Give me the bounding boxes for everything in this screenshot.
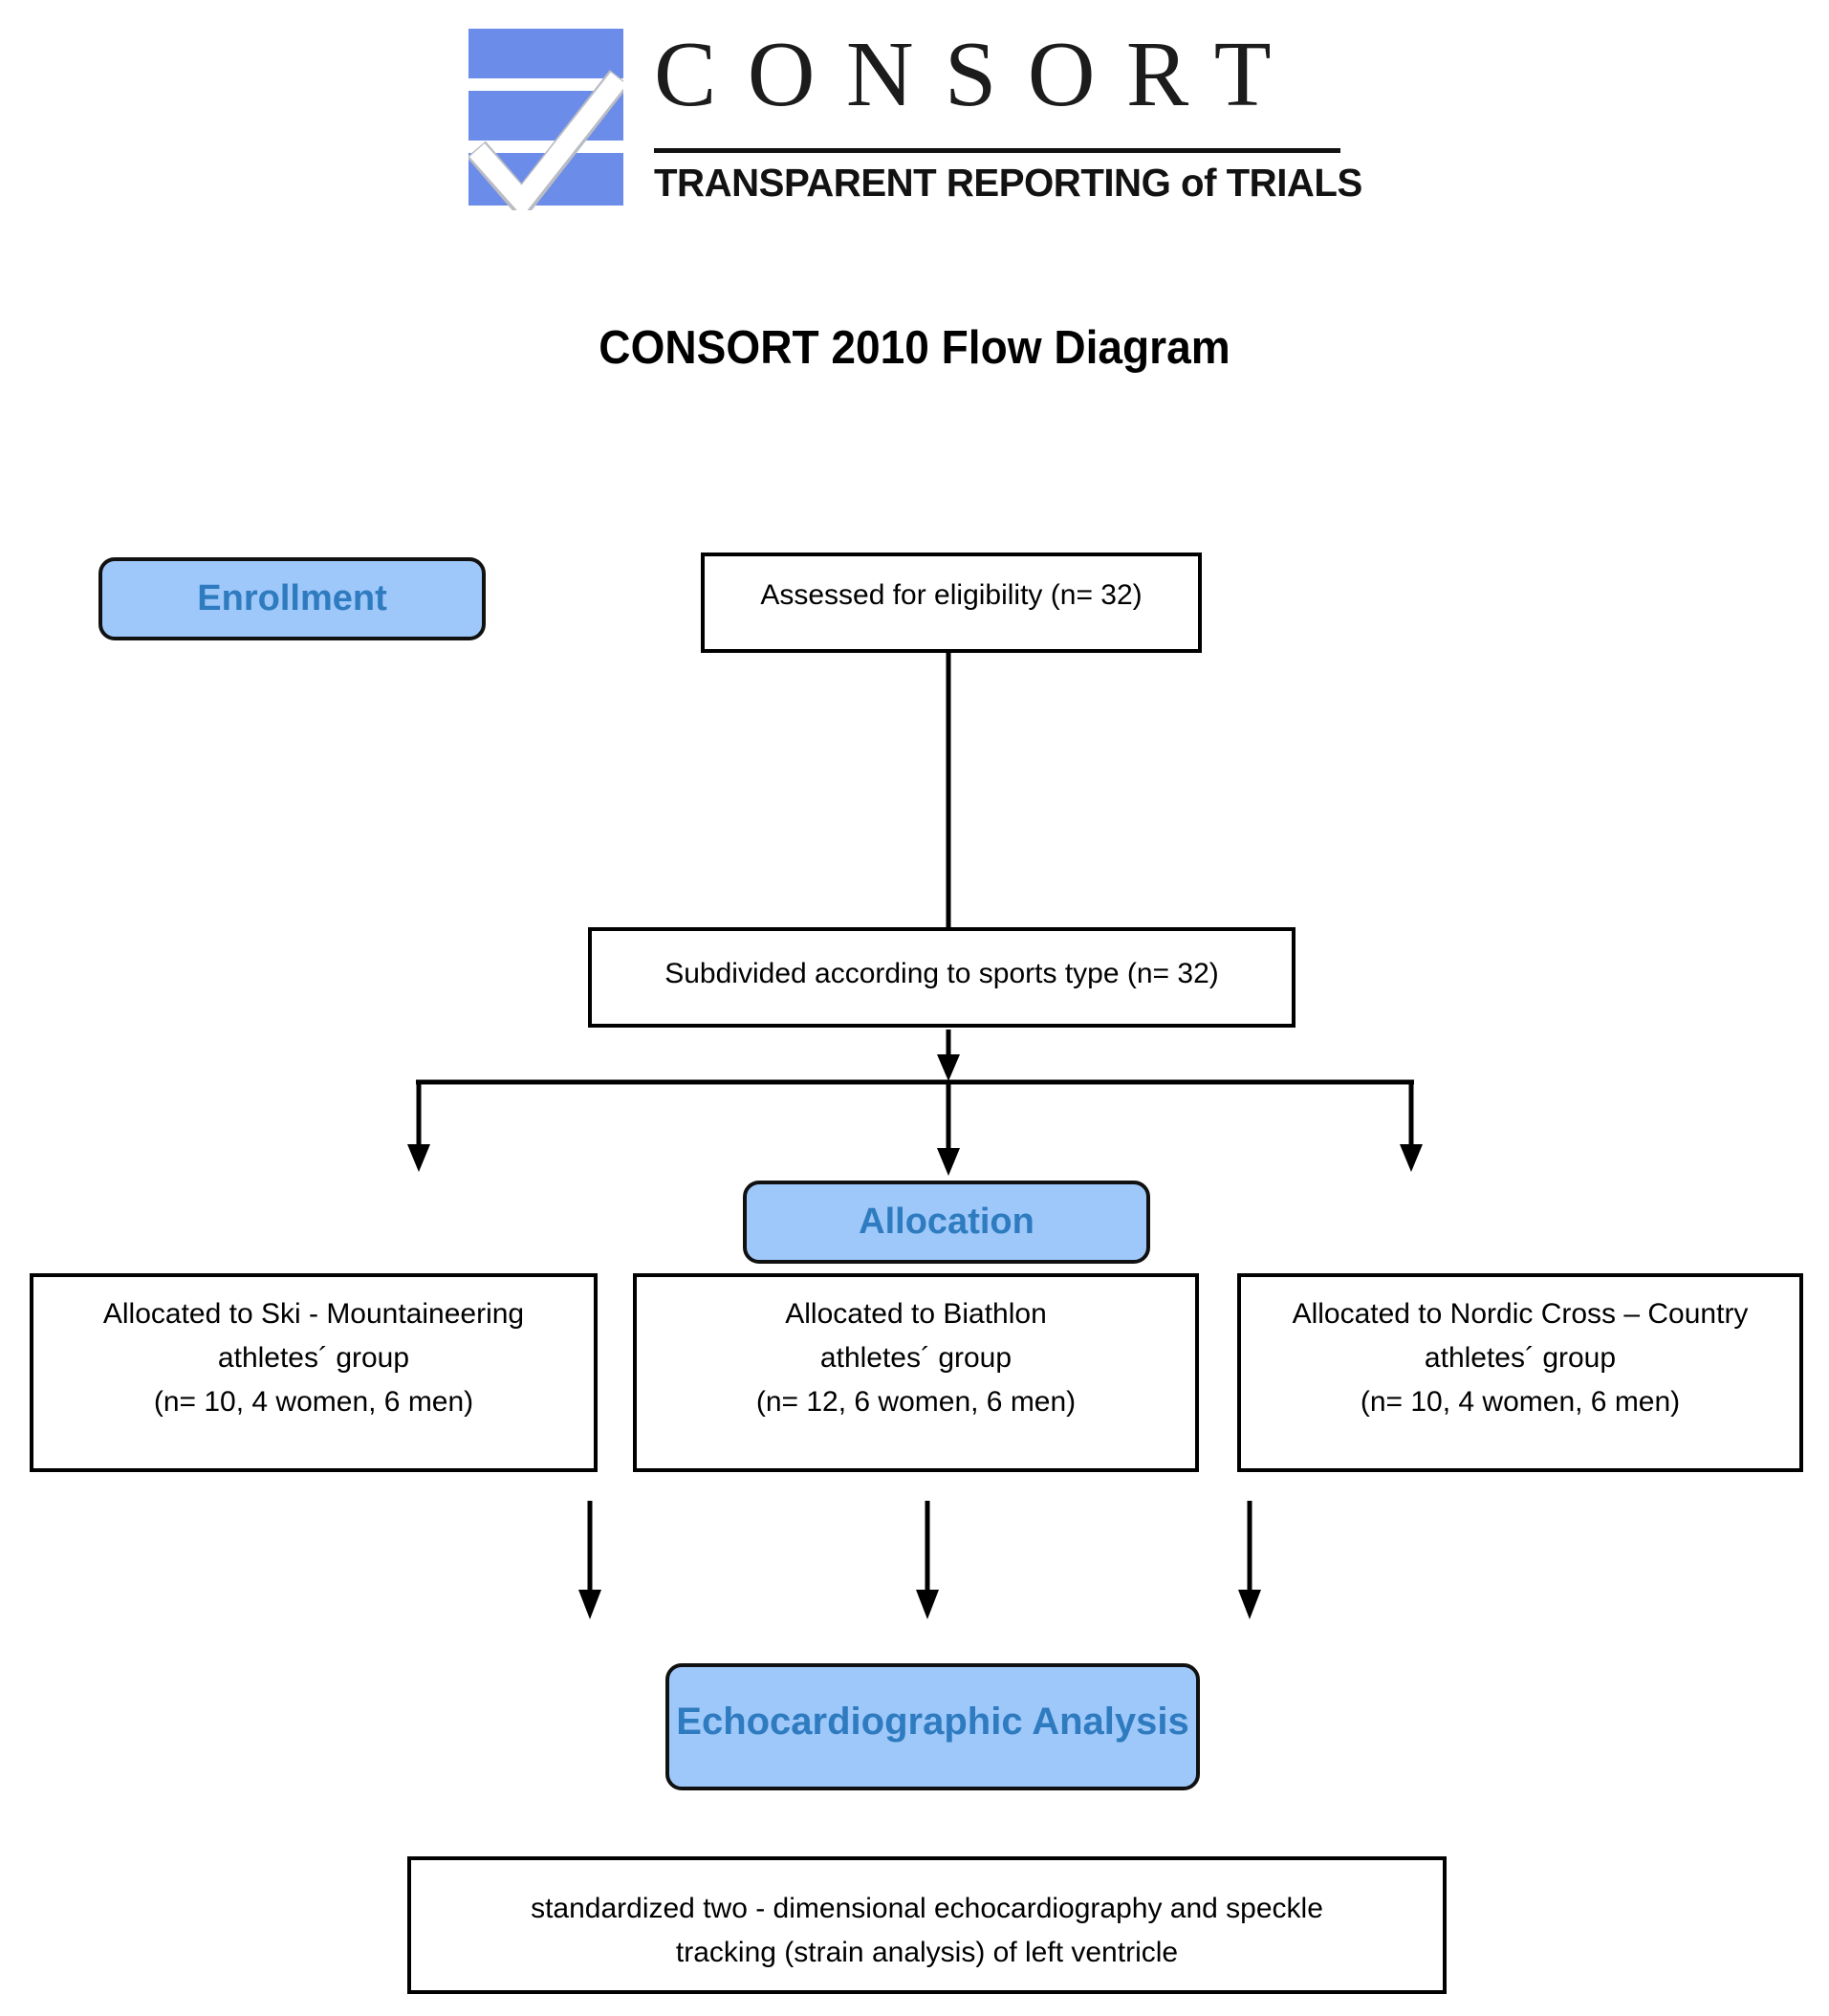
logo-wordmark: CONSORT xyxy=(654,23,1302,126)
stage-label-allocation: Allocation xyxy=(743,1181,1150,1264)
page-title: CONSORT 2010 Flow Diagram xyxy=(599,322,1230,374)
allocated-line: athletes´ group xyxy=(217,1342,410,1374)
arrow-biathlon-group-to-analysis xyxy=(916,1501,939,1619)
arrow-branch-left xyxy=(407,1082,430,1172)
allocated-line: (n= 12, 6 women, 6 men) xyxy=(755,1386,1077,1418)
box-subdivided-by-sports-type: Subdivided according to sports type (n= … xyxy=(588,927,1296,1028)
analysis-method-line: standardized two - dimensional echocardi… xyxy=(531,1893,1323,1924)
box-analysis-method: standardized two - dimensional echocardi… xyxy=(407,1856,1447,1994)
arrow-subdivided-to-branch xyxy=(937,1030,960,1081)
allocated-line: Allocated to Ski - Mountaineering xyxy=(102,1298,525,1330)
analysis-method-line: tracking (strain analysis) of left ventr… xyxy=(675,1937,1179,1968)
assessed-text: Assessed for eligibility (n= 32) xyxy=(760,579,1143,611)
box-allocated-nordic-cross-country: Allocated to Nordic Cross – Country athl… xyxy=(1237,1273,1803,1472)
box-allocated-biathlon: Allocated to Biathlon athletes´ group (n… xyxy=(633,1273,1199,1472)
stage-label-enrollment: Enrollment xyxy=(98,557,486,640)
arrow-ski-group-to-analysis xyxy=(578,1501,601,1619)
logo-divider xyxy=(654,148,1340,153)
arrow-branch-center xyxy=(937,1082,960,1176)
stage-label-echocardiographic-analysis: Echocardiographic Analysis xyxy=(665,1663,1200,1790)
allocated-line: (n= 10, 4 women, 6 men) xyxy=(153,1386,474,1418)
logo-checkmark-icon xyxy=(468,70,623,210)
allocated-line: athletes´ group xyxy=(1424,1342,1617,1374)
arrow-nordic-group-to-analysis xyxy=(1238,1501,1261,1619)
logo-tagline: TRANSPARENT REPORTING of TRIALS xyxy=(654,161,1362,205)
arrow-branch-right xyxy=(1400,1082,1423,1172)
allocated-line: Allocated to Biathlon xyxy=(785,1298,1047,1330)
allocated-line: (n= 10, 4 women, 6 men) xyxy=(1360,1386,1681,1418)
box-assessed-for-eligibility: Assessed for eligibility (n= 32) xyxy=(701,553,1202,653)
box-allocated-ski-mountaineering: Allocated to Ski - Mountaineering athlet… xyxy=(30,1273,598,1472)
subdivided-text: Subdivided according to sports type (n= … xyxy=(664,958,1219,989)
allocated-line: Allocated to Nordic Cross – Country xyxy=(1292,1298,1749,1330)
allocated-line: athletes´ group xyxy=(819,1342,1012,1374)
consort-logo-icon xyxy=(468,29,623,210)
